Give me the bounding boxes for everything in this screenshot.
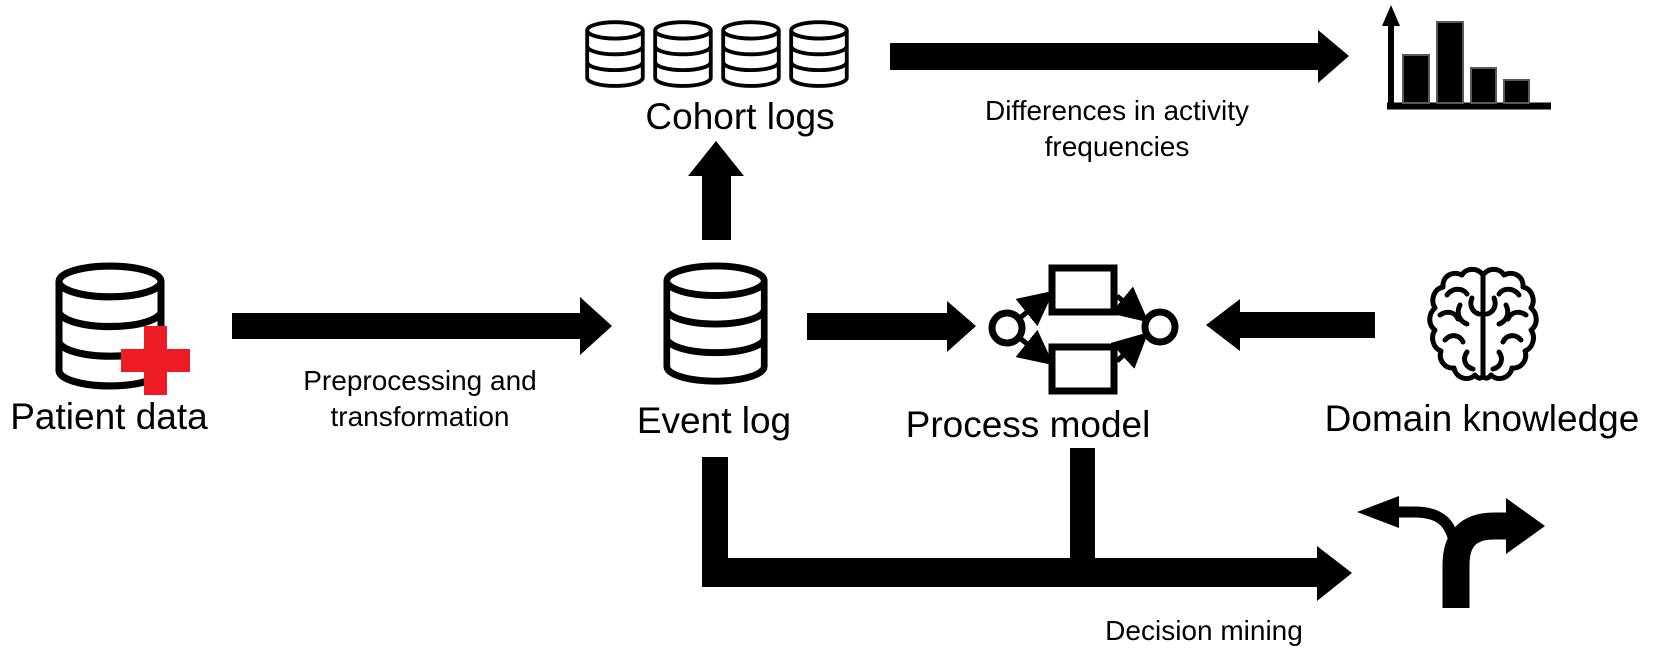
arrow-domain-knowledge-to-process-model (1206, 299, 1375, 351)
bar-chart-icon (1382, 5, 1551, 110)
event-log-database-icon (667, 266, 764, 381)
domain-knowledge-label: Domain knowledge (1324, 398, 1640, 439)
process-model-icon (988, 264, 1179, 395)
event-log-label: Event log (636, 400, 792, 441)
arrow-differences (890, 30, 1349, 83)
differences-label-line2: frequencies (1044, 131, 1190, 163)
arrow-preprocessing (232, 297, 612, 355)
arrow-decision-mining (702, 448, 1352, 601)
preprocessing-label-line1: Preprocessing and (303, 365, 537, 396)
cohort-logs-label: Cohort logs (645, 96, 835, 137)
differences-label-line1: Differences in activity (984, 95, 1250, 126)
decision-mining-label: Decision mining (1105, 615, 1303, 646)
arrow-event-log-to-process-model (807, 301, 976, 352)
cohort-logs-database-icons (585, 20, 849, 88)
arrow-event-log-to-cohort-logs (688, 141, 744, 240)
road-fork-icon (1357, 496, 1545, 608)
brain-icon (1430, 269, 1537, 378)
patient-data-label: Patient data (10, 396, 208, 437)
medical-cross-icon (121, 326, 190, 395)
process-model-label: Process model (905, 404, 1151, 445)
preprocessing-label: Preprocessing and transformation (303, 363, 536, 436)
differences-label: Differences in activity frequencies (985, 93, 1249, 166)
preprocessing-label-line2: transformation (330, 401, 510, 433)
